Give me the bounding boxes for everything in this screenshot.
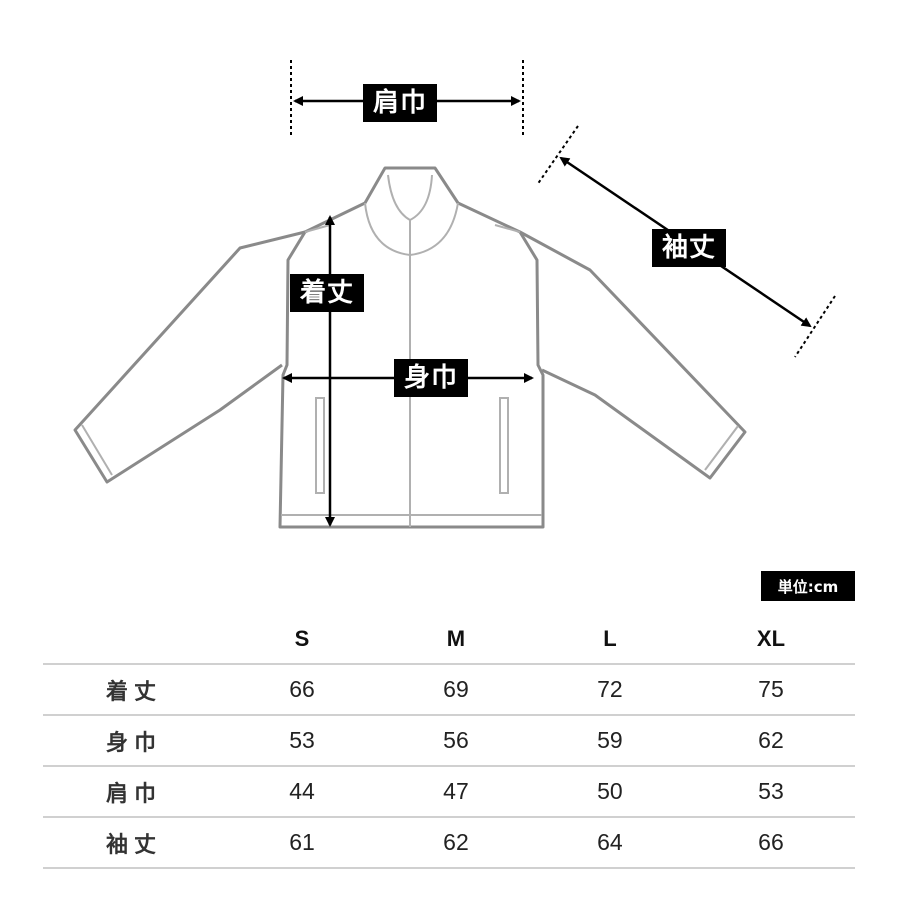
table-cell: 62 <box>686 715 855 767</box>
table-cell: 56 <box>378 715 533 767</box>
table-cell: 66 <box>686 817 855 869</box>
column-header-l: L <box>532 615 687 665</box>
column-header-s: S <box>225 615 379 665</box>
body-width-label: 身巾 <box>394 359 469 397</box>
table-cell: 64 <box>532 817 687 869</box>
table-cell: 75 <box>686 664 855 716</box>
row-label: 肩巾 <box>43 766 225 818</box>
table-corner <box>43 615 225 665</box>
table-row: 身巾 53 56 59 62 <box>43 715 855 767</box>
table-cell: 66 <box>225 664 379 716</box>
shoulder-width-label: 肩巾 <box>363 84 438 122</box>
table-row: 肩巾 44 47 50 53 <box>43 766 855 818</box>
jacket-outline-icon <box>73 60 836 529</box>
table-cell: 47 <box>378 766 533 818</box>
table-cell: 50 <box>532 766 687 818</box>
size-table: S M L XL 着丈 66 69 72 75 身巾 53 56 59 62 肩… <box>43 615 855 869</box>
body-length-label: 着丈 <box>290 274 365 312</box>
jacket-measurement-diagram: 肩巾 袖丈 着丈 身巾 <box>73 60 836 529</box>
table-cell: 44 <box>225 766 379 818</box>
table-cell: 72 <box>532 664 687 716</box>
row-label: 着丈 <box>43 664 225 716</box>
column-header-xl: XL <box>686 615 855 665</box>
sleeve-length-label: 袖丈 <box>652 229 727 267</box>
table-cell: 61 <box>225 817 379 869</box>
column-header-m: M <box>378 615 533 665</box>
table-header-row: S M L XL <box>43 615 855 665</box>
table-cell: 69 <box>378 664 533 716</box>
table-cell: 53 <box>686 766 855 818</box>
table-cell: 53 <box>225 715 379 767</box>
row-label: 身巾 <box>43 715 225 767</box>
unit-badge: 単位:cm <box>761 571 855 601</box>
table-cell: 62 <box>378 817 533 869</box>
row-label: 袖丈 <box>43 817 225 869</box>
table-row: 着丈 66 69 72 75 <box>43 664 855 716</box>
table-row: 袖丈 61 62 64 66 <box>43 817 855 869</box>
table-cell: 59 <box>532 715 687 767</box>
